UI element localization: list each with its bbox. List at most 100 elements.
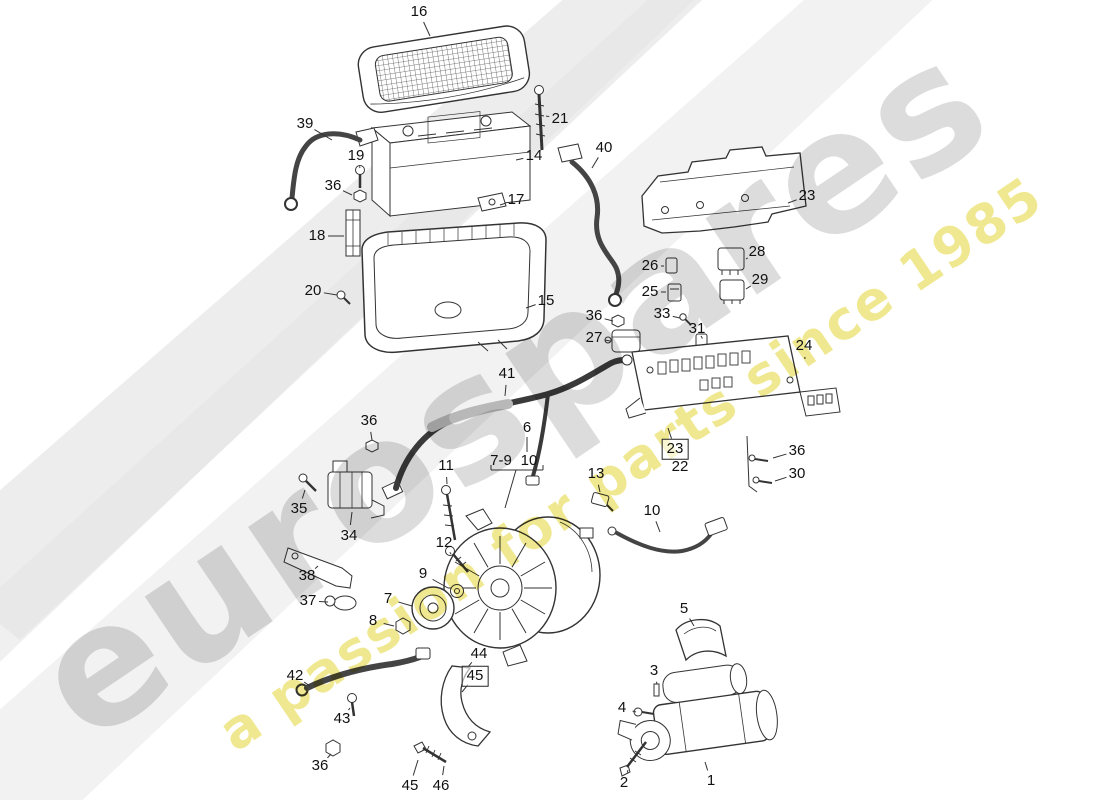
leader-line-21 bbox=[545, 115, 550, 118]
leader-line-23 bbox=[787, 199, 797, 204]
part-label-37: 37 bbox=[299, 591, 317, 609]
part-label-25: 25 bbox=[641, 282, 659, 300]
part-label-20: 20 bbox=[304, 281, 322, 299]
leader-line-33 bbox=[672, 315, 681, 319]
support-bracket-44-part bbox=[440, 665, 492, 747]
leader-line-31 bbox=[700, 335, 703, 339]
leader-line-36 bbox=[327, 753, 332, 759]
leader-line-3 bbox=[655, 681, 658, 685]
leader-line-36 bbox=[772, 453, 787, 459]
part-label-29: 29 bbox=[751, 270, 769, 288]
leader-line-12 bbox=[449, 552, 452, 555]
fuse-26-part bbox=[665, 257, 678, 274]
leader-line-2 bbox=[626, 769, 629, 773]
leader-line-40 bbox=[591, 157, 599, 169]
part-label-33: 33 bbox=[653, 304, 671, 322]
bracket-18-part bbox=[345, 209, 361, 257]
leader-line-7 bbox=[398, 601, 413, 607]
leader-line-30 bbox=[774, 476, 787, 482]
part-label-45: 45 bbox=[401, 776, 419, 794]
part-label-40: 40 bbox=[595, 138, 613, 156]
heat-shield-5-part bbox=[675, 619, 727, 662]
part-label-15: 15 bbox=[537, 291, 555, 309]
module-27-part bbox=[604, 329, 641, 353]
part-label-36: 36 bbox=[788, 441, 806, 459]
pulley-7-part bbox=[411, 586, 455, 630]
part-label-4: 4 bbox=[617, 698, 627, 716]
part-label-8: 8 bbox=[368, 611, 378, 629]
part-label-7: 7 bbox=[383, 589, 393, 607]
relay-28-part bbox=[717, 247, 745, 275]
part-label-35: 35 bbox=[290, 499, 308, 517]
part-label-43: 43 bbox=[333, 709, 351, 727]
leader-line-39 bbox=[314, 129, 333, 141]
part-label-23: 23 bbox=[661, 438, 689, 460]
nut-8-part bbox=[395, 617, 411, 635]
bolt-2-part bbox=[619, 741, 647, 777]
bolt-43-part bbox=[347, 693, 357, 717]
part-label-24: 24 bbox=[795, 336, 813, 354]
leader-line-36 bbox=[604, 318, 614, 322]
part-label-46: 46 bbox=[432, 776, 450, 794]
bracket-38-part bbox=[283, 547, 353, 589]
leader-line-20 bbox=[323, 292, 338, 296]
part-label-28: 28 bbox=[748, 242, 766, 260]
part-label-13: 13 bbox=[587, 464, 605, 482]
starter-motor-part bbox=[617, 663, 778, 762]
part-label-30: 30 bbox=[788, 464, 806, 482]
part-label-10: 10 bbox=[643, 501, 661, 519]
clamp-17-part bbox=[477, 192, 507, 212]
part-label-34: 34 bbox=[340, 526, 358, 544]
washer-9-part bbox=[450, 584, 464, 598]
part-label-21: 21 bbox=[551, 109, 569, 127]
battery-part bbox=[370, 111, 532, 218]
leader-line-46 bbox=[442, 765, 445, 776]
part-label-22: 22 bbox=[671, 457, 689, 475]
bolt-37-part bbox=[324, 595, 357, 611]
part-label-19: 19 bbox=[347, 146, 365, 164]
battery-cover-part bbox=[357, 25, 531, 114]
part-label-39: 39 bbox=[296, 114, 314, 132]
leader-line-45 bbox=[412, 759, 419, 776]
part-label-11: 11 bbox=[438, 456, 454, 474]
part-label-7-9: 7-9 bbox=[490, 451, 512, 469]
part-label-36: 36 bbox=[360, 411, 378, 429]
part-label-6: 6 bbox=[522, 418, 532, 436]
leader-line-23 bbox=[667, 427, 672, 439]
relay-carrier-34-part bbox=[327, 460, 385, 519]
cable-10-part bbox=[607, 517, 728, 554]
part-label-42: 42 bbox=[286, 666, 304, 684]
part-label-5: 5 bbox=[679, 599, 689, 617]
leader-line-34 bbox=[349, 511, 353, 526]
part-label-3: 3 bbox=[649, 661, 659, 679]
part-label-23: 23 bbox=[798, 186, 816, 204]
part-label-36: 36 bbox=[324, 176, 342, 194]
bolt-12-part bbox=[445, 546, 469, 573]
leader-line-10 bbox=[655, 521, 661, 533]
part-label-12: 12 bbox=[435, 533, 453, 551]
part-label-2: 2 bbox=[619, 773, 629, 791]
leader-line-13 bbox=[597, 484, 601, 493]
leader-line-1 bbox=[704, 761, 709, 771]
leader-line-8 bbox=[383, 623, 395, 627]
leader-line-35 bbox=[301, 489, 306, 499]
fuse-25-part bbox=[667, 283, 682, 302]
screw-35-part bbox=[298, 473, 317, 492]
leader-line-42 bbox=[303, 681, 311, 687]
part-label-38: 38 bbox=[298, 566, 316, 584]
leader-line-15 bbox=[525, 304, 536, 309]
leader-line-17 bbox=[499, 202, 506, 206]
leader-line-27 bbox=[604, 339, 611, 342]
part-label-10: 10 bbox=[520, 451, 538, 469]
connector-13-part bbox=[590, 492, 614, 512]
nut-36-battery-part bbox=[353, 189, 367, 203]
leader-line-38 bbox=[314, 565, 319, 569]
part-label-44: 44 bbox=[470, 644, 488, 662]
part-label-14: 14 bbox=[525, 146, 543, 164]
screw-4-part bbox=[633, 707, 655, 717]
leader-line-16 bbox=[423, 21, 431, 37]
leader-line-43 bbox=[348, 707, 351, 711]
